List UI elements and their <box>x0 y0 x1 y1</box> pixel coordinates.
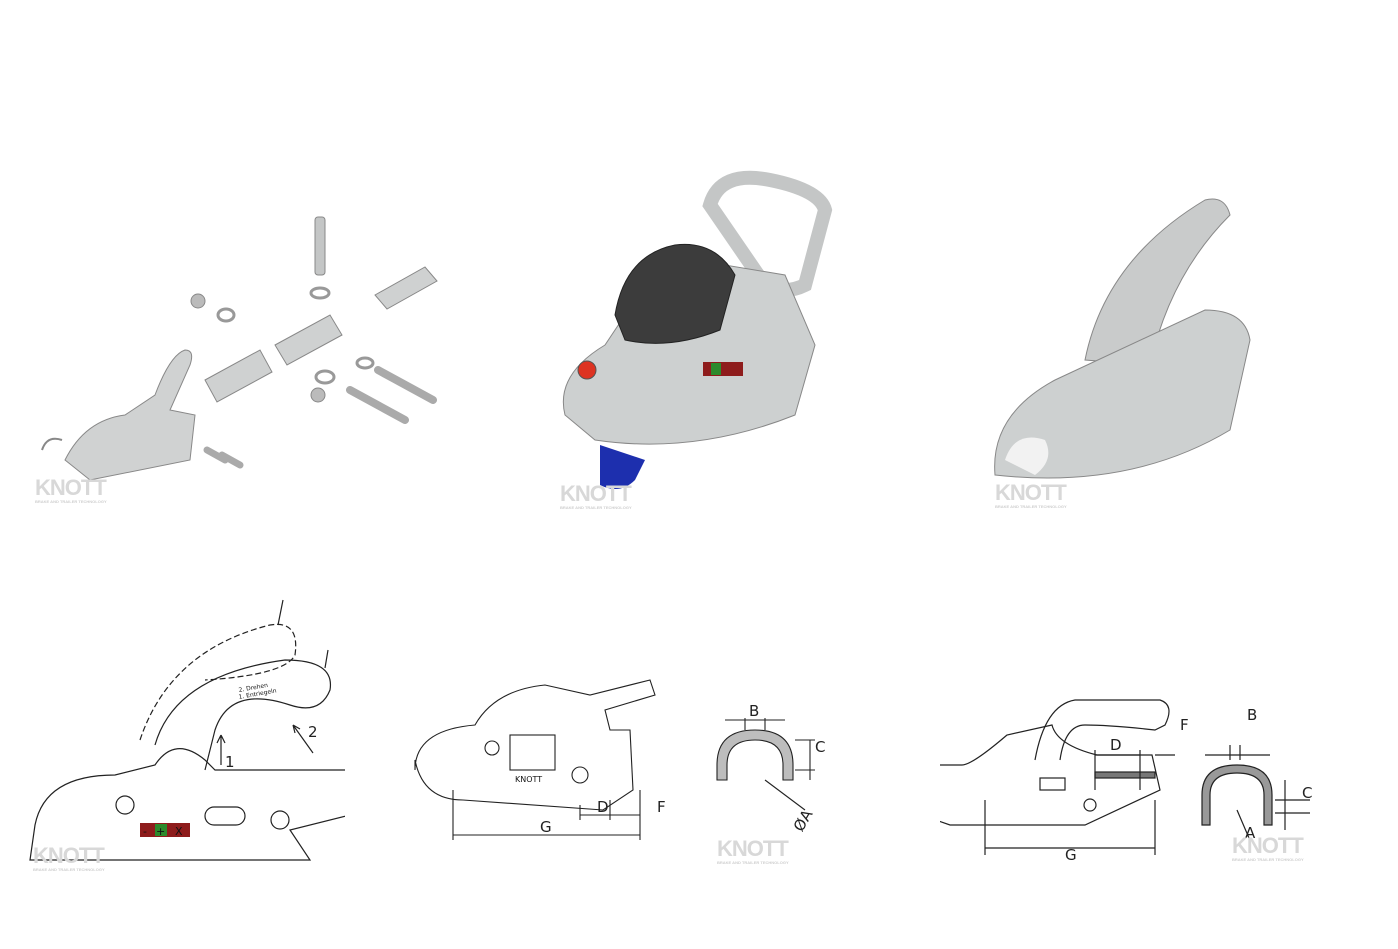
watermark-brand: KNOTT <box>560 481 632 506</box>
operating-drawing: - + X 2. Drehen 1. Entriegeln 1 2 KNOTT … <box>25 595 371 875</box>
watermark-brand: KNOTT <box>1232 833 1304 858</box>
dim-label-c: C <box>1302 784 1312 802</box>
dimension-drawing-right: G D F B C A KNOTT BRAKE AND TRAILER TECH… <box>906 690 1350 870</box>
step-2-label: 2 <box>308 723 318 741</box>
watermark-brand: KNOTT <box>995 480 1067 505</box>
coupling-handle-illustration <box>994 198 1251 479</box>
knott-watermark: KNOTT BRAKE AND TRAILER TECHNOLOGY <box>560 481 632 511</box>
watermark-tagline: BRAKE AND TRAILER TECHNOLOGY <box>560 505 632 510</box>
operating-line-drawing: - + X 2. Drehen 1. Entriegeln 1 2 <box>29 599 371 861</box>
indicator-minus: - <box>143 825 147 838</box>
watermark-tagline: BRAKE AND TRAILER TECHNOLOGY <box>33 867 105 872</box>
knott-watermark: KNOTT BRAKE AND TRAILER TECHNOLOGY <box>717 836 789 866</box>
step-1-label: 1 <box>225 753 235 771</box>
watermark-brand: KNOTT <box>33 843 105 868</box>
knott-watermark: KNOTT BRAKE AND TRAILER TECHNOLOGY <box>35 475 107 505</box>
coupling-with-cover: KNOTT BRAKE AND TRAILER TECHNOLOGY <box>545 165 845 515</box>
knott-watermark: KNOTT BRAKE AND TRAILER TECHNOLOGY <box>995 480 1067 510</box>
dim-label-b: B <box>749 702 759 720</box>
dim-label-f: F <box>1180 716 1189 734</box>
right-dimension-line-drawing: G D F B C A <box>906 699 1312 864</box>
knott-watermark: KNOTT BRAKE AND TRAILER TECHNOLOGY <box>33 843 105 873</box>
watermark-tagline: BRAKE AND TRAILER TECHNOLOGY <box>995 504 1067 509</box>
dim-label-f: F <box>657 798 666 816</box>
watermark-brand: KNOTT <box>717 836 789 861</box>
drawing-brand-text: KNOTT <box>515 775 542 784</box>
middle-dimension-line-drawing: KNOTT G D F B C ØA <box>414 679 825 840</box>
dim-label-d: D <box>597 798 609 816</box>
dim-label-d: D <box>1110 736 1122 754</box>
dim-label-b: B <box>1247 706 1257 724</box>
dim-label-c: C <box>815 738 825 756</box>
watermark-tagline: BRAKE AND TRAILER TECHNOLOGY <box>35 499 107 504</box>
dim-label-a: A <box>1245 824 1256 842</box>
indicator-x: X <box>175 825 183 838</box>
coupling-handle-up: KNOTT BRAKE AND TRAILER TECHNOLOGY <box>985 190 1275 515</box>
coupling-cover-illustration <box>562 170 833 489</box>
watermark-tagline: BRAKE AND TRAILER TECHNOLOGY <box>1232 857 1304 862</box>
dimension-drawing-middle: KNOTT G D F B C ØA KNOTT BRAKE AND TRAIL… <box>405 660 835 870</box>
dim-label-a: ØA <box>790 806 817 835</box>
dim-label-g: G <box>1065 846 1077 864</box>
exploded-view: KNOTT BRAKE AND TRAILER TECHNOLOGY <box>20 205 460 515</box>
dim-label-g: G <box>540 818 552 836</box>
indicator-plus: + <box>156 825 165 838</box>
watermark-tagline: BRAKE AND TRAILER TECHNOLOGY <box>717 860 789 865</box>
watermark-brand: KNOTT <box>35 475 107 500</box>
exploded-parts-illustration <box>41 216 438 481</box>
knott-watermark: KNOTT BRAKE AND TRAILER TECHNOLOGY <box>1232 833 1304 863</box>
